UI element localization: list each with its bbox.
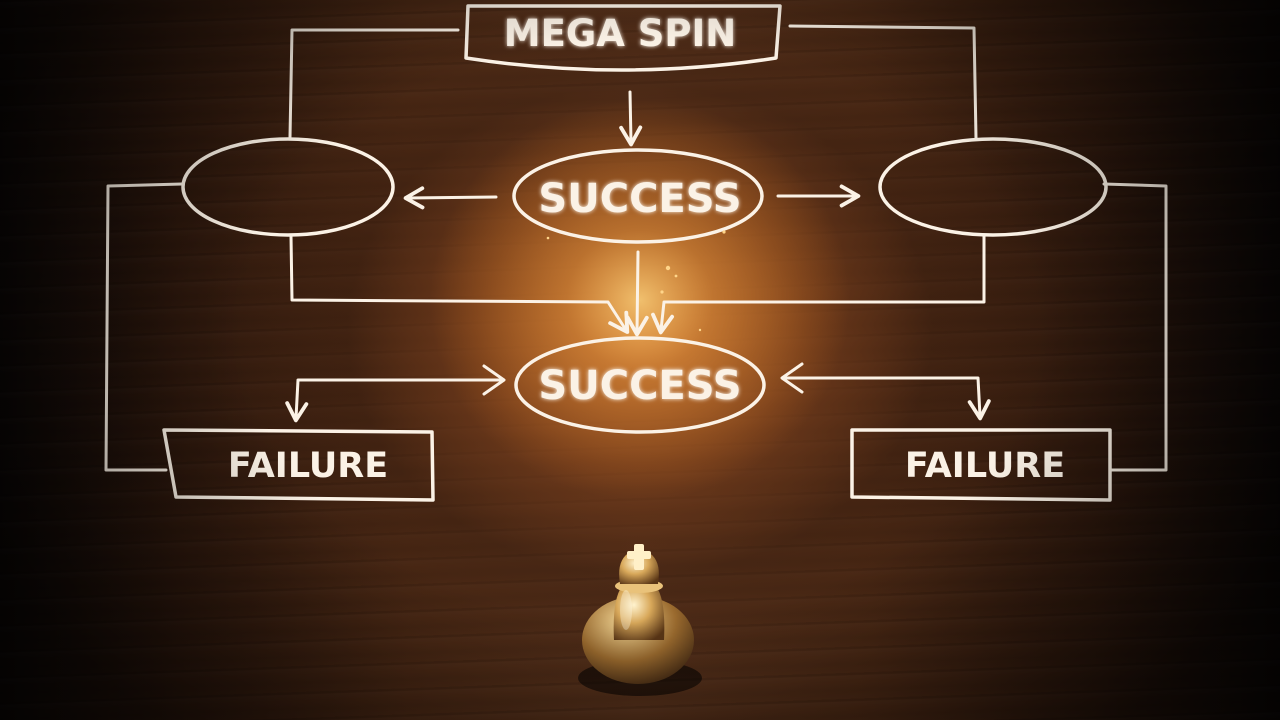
lower-success-label: SUCCESS <box>538 363 741 409</box>
node-right-oval <box>878 137 1108 237</box>
upper-success-label: SUCCESS <box>538 176 741 222</box>
left-failure-label: FAILURE <box>228 446 388 486</box>
right-failure-label: FAILURE <box>905 446 1065 486</box>
node-mega-spin: MEGA SPIN <box>464 4 782 72</box>
arrow-success-to-left-oval <box>403 186 498 210</box>
node-right-failure: FAILURE <box>850 428 1112 502</box>
chess-king-icon <box>578 544 702 696</box>
line-mega-to-left-oval <box>288 28 460 139</box>
line-mega-to-right-oval <box>788 24 978 140</box>
mega-spin-label: MEGA SPIN <box>504 12 736 55</box>
line-right-outer-loop <box>1102 182 1168 472</box>
arrow-mega-to-success <box>619 90 643 147</box>
node-left-oval <box>181 137 395 237</box>
line-left-outer-loop <box>104 182 184 472</box>
arrow-success-to-lower-success <box>625 250 649 337</box>
node-left-failure: FAILURE <box>162 428 435 502</box>
